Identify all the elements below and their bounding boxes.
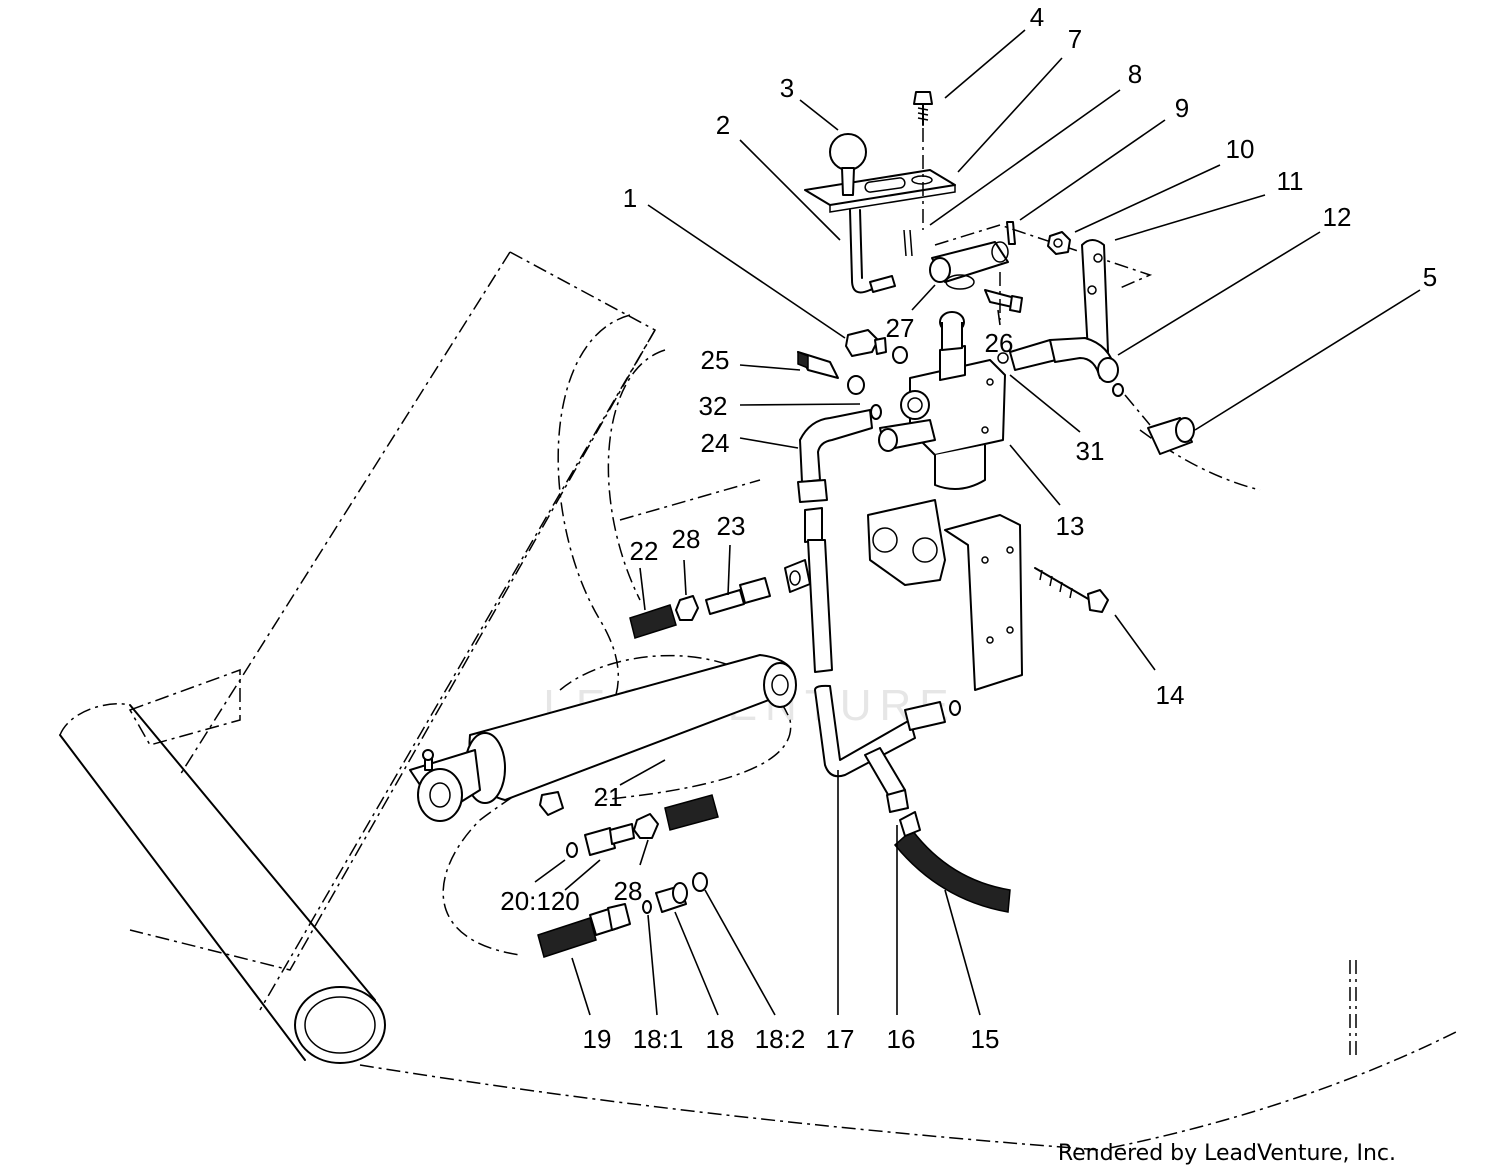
callout-1: 1 bbox=[623, 183, 637, 213]
callout-18-2: 18:2 bbox=[755, 1024, 806, 1054]
callout-11: 11 bbox=[1277, 166, 1304, 196]
callout-20: 20:120 bbox=[500, 886, 580, 916]
callout-13: 13 bbox=[1056, 511, 1085, 541]
callout-25: 25 bbox=[701, 345, 730, 375]
valve-fittings bbox=[797, 329, 1195, 503]
callout-8: 8 bbox=[1128, 59, 1142, 89]
callout-21: 21 bbox=[594, 782, 623, 812]
callout-7: 7 bbox=[1068, 24, 1082, 54]
callout-15: 15 bbox=[971, 1024, 1000, 1054]
callout-3: 3 bbox=[780, 73, 794, 103]
valve-mount-plates bbox=[867, 499, 1109, 691]
callout-numbers: 1 2 3 4 5 7 8 9 10 11 12 13 14 15 16 17 … bbox=[500, 2, 1437, 1054]
callout-32: 32 bbox=[699, 391, 728, 421]
callout-14: 14 bbox=[1156, 680, 1185, 710]
callout-27: 27 bbox=[886, 313, 915, 343]
credit-text: Rendered by LeadVenture, Inc. bbox=[1058, 1141, 1396, 1166]
callout-18-1: 18:1 bbox=[633, 1024, 684, 1054]
hydraulic-cylinder bbox=[409, 654, 797, 822]
callout-9: 9 bbox=[1175, 93, 1189, 123]
leader-lines bbox=[534, 29, 1421, 1016]
hydraulic-tubes bbox=[784, 507, 1011, 913]
linkage-parts bbox=[903, 221, 1153, 320]
callout-2: 2 bbox=[716, 110, 730, 140]
callout-24: 24 bbox=[701, 428, 730, 458]
callout-17: 17 bbox=[826, 1024, 855, 1054]
callout-10: 10 bbox=[1226, 134, 1255, 164]
callout-16: 16 bbox=[887, 1024, 916, 1054]
callout-5: 5 bbox=[1423, 262, 1437, 292]
callout-26: 26 bbox=[985, 328, 1014, 358]
frame-outline bbox=[128, 251, 1461, 1151]
callout-22: 22 bbox=[630, 536, 659, 566]
callout-12: 12 bbox=[1323, 202, 1352, 232]
callout-19: 19 bbox=[583, 1024, 612, 1054]
callout-23: 23 bbox=[717, 511, 746, 541]
callout-28-lower: 28 bbox=[614, 876, 643, 906]
control-lever-assembly bbox=[804, 91, 956, 294]
callout-28-upper: 28 bbox=[672, 524, 701, 554]
callout-18: 18 bbox=[706, 1024, 735, 1054]
roller-tube bbox=[59, 703, 386, 1064]
cylinder-fittings bbox=[537, 577, 771, 958]
callout-31: 31 bbox=[1076, 436, 1105, 466]
control-valve bbox=[878, 311, 1009, 490]
callout-4: 4 bbox=[1030, 2, 1044, 32]
